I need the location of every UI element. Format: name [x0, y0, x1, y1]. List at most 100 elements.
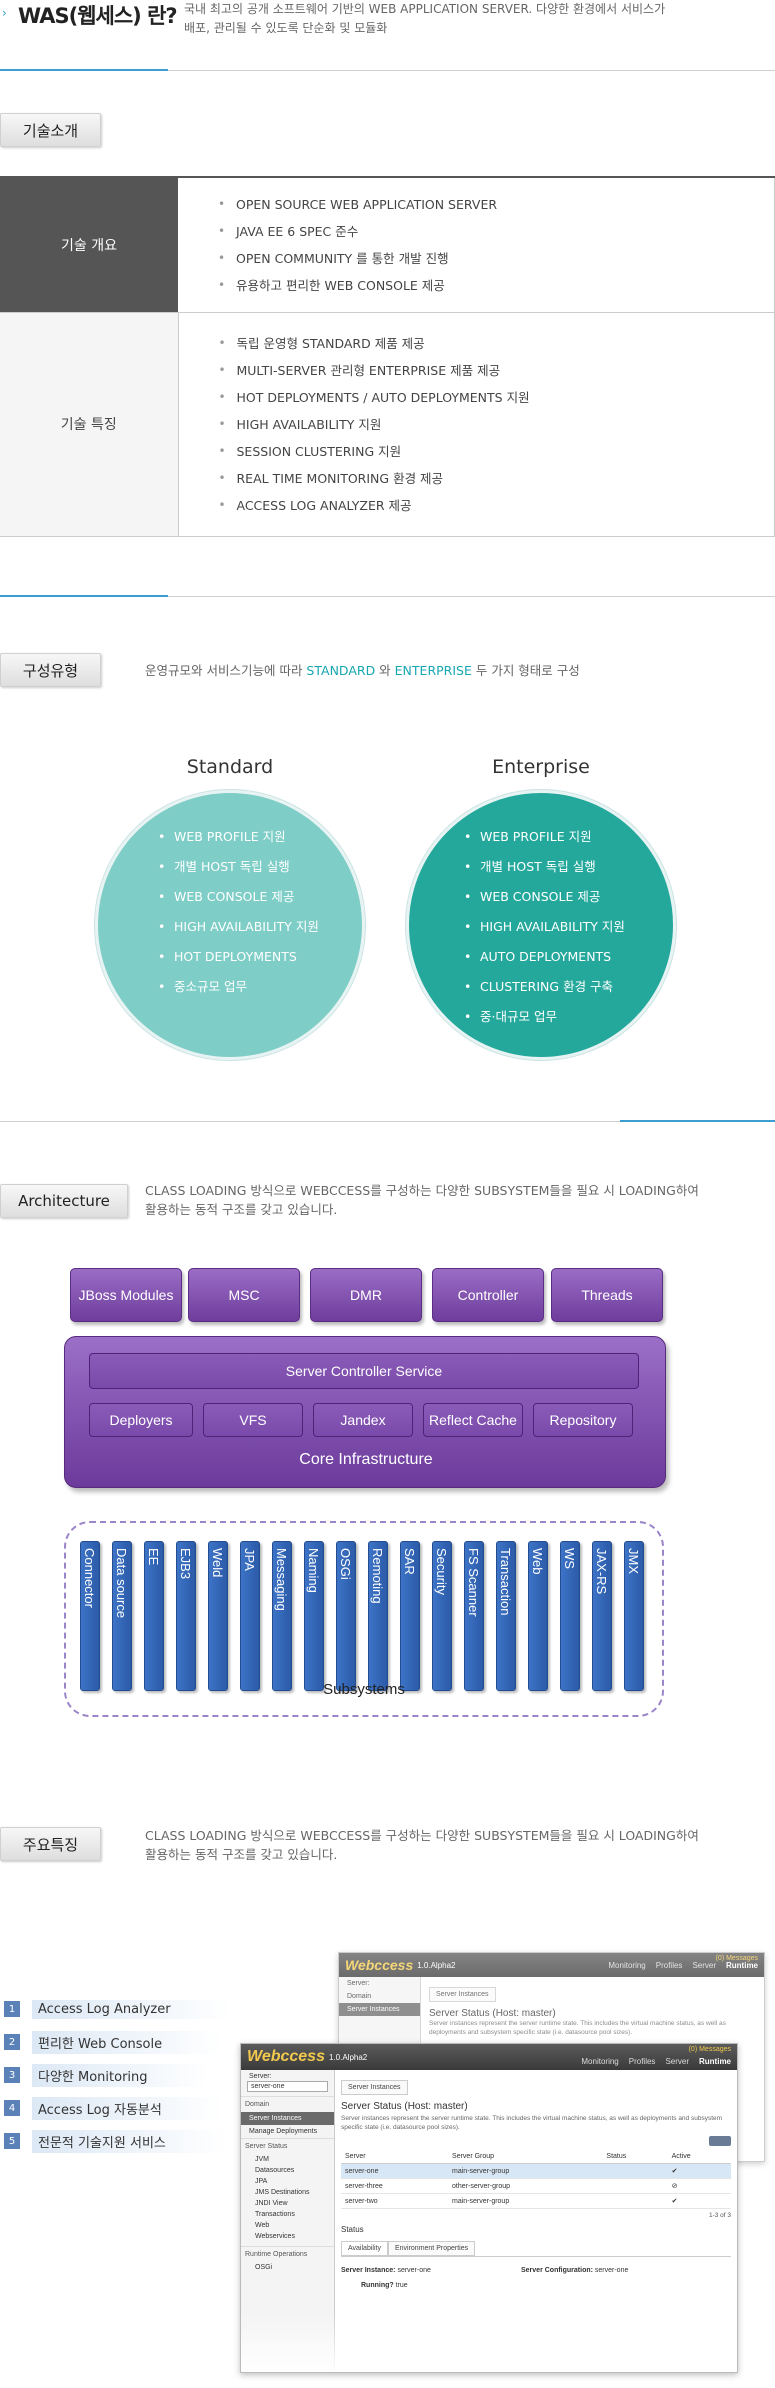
- subsystem-connector: Connector: [80, 1541, 100, 1691]
- list-item: 개별 HOST 독립 실행: [464, 852, 625, 882]
- console-status-tab[interactable]: Availability: [341, 2241, 388, 2256]
- table-header[interactable]: Active: [667, 2150, 731, 2164]
- console-side-transactions[interactable]: Transactions: [255, 2211, 295, 2218]
- console-side-runtime[interactable]: Runtime Operations: [241, 2246, 334, 2262]
- feature-label: 편리한 Web Console: [32, 2030, 223, 2054]
- module-jboss-modules: JBoss Modules: [70, 1268, 182, 1322]
- console-server-select[interactable]: server-one: [247, 2081, 328, 2092]
- console-topbar: Webccess 1.0.Alpha2 (0) Messages Monitor…: [339, 1953, 764, 1977]
- console-side-web[interactable]: Web: [255, 2222, 270, 2229]
- feature-number: 4: [4, 2100, 20, 2116]
- list-item: 중소규모 업무: [158, 972, 319, 1002]
- console-side-jpa[interactable]: JPA: [255, 2178, 268, 2185]
- config-desc-text: 운영규모와 서비스기능에 따라: [145, 663, 307, 678]
- console-pager[interactable]: 1-3 of 3: [708, 2212, 731, 2219]
- console-side-datasources[interactable]: Datasources: [255, 2167, 295, 2174]
- table-row[interactable]: server-one main-server-group ✔: [341, 2163, 731, 2179]
- subsystem-naming: Naming: [304, 1541, 324, 1691]
- subsystem-label: FS Scanner: [466, 1548, 481, 1617]
- table-cell: [602, 2163, 668, 2179]
- console-side-jndi[interactable]: JNDI View: [255, 2200, 288, 2207]
- list-item: JAVA EE 6 SPEC 준수: [218, 218, 774, 245]
- console-refresh-button[interactable]: [709, 2136, 731, 2146]
- subsystem-label: OSGi: [338, 1548, 353, 1580]
- table-cell: server-two: [341, 2193, 449, 2209]
- console-side-server-instances[interactable]: Server Instances: [241, 2112, 334, 2125]
- feature-label: Access Log 자동분석: [32, 2096, 222, 2120]
- architecture-description: CLASS LOADING 방식으로 WEBCCESS를 구성하는 다양한 SU…: [145, 1181, 699, 1219]
- console-nav-item[interactable]: Monitoring: [581, 2056, 619, 2066]
- console-domain[interactable]: Domain: [347, 1993, 372, 2000]
- screenshot-fade: [241, 2314, 737, 2372]
- console-side-manage[interactable]: Manage Deployments: [249, 2128, 318, 2135]
- console-content: Server Instances Server Status (Host: ma…: [429, 1983, 759, 2037]
- table-cell: main-server-group: [448, 2193, 603, 2209]
- console-nav-item[interactable]: Monitoring: [608, 1960, 646, 1970]
- table-header[interactable]: Server Group: [448, 2150, 603, 2164]
- subsystem-label: Messaging: [274, 1548, 289, 1611]
- console-side-osgi[interactable]: OSGi: [255, 2264, 273, 2271]
- subsystems-box: Connector Data source EE EJB3 Weld JPA M…: [64, 1521, 664, 1717]
- console-side-jms[interactable]: JMS Destinations: [255, 2189, 310, 2196]
- console-paragraph: Server instances represent the server ru…: [341, 2115, 723, 2131]
- console-instance-label: Server Instance:: [341, 2267, 396, 2274]
- console-tab[interactable]: Server Instances: [429, 1987, 496, 2002]
- table-header[interactable]: Status: [602, 2150, 668, 2164]
- console-nav-item[interactable]: Runtime: [726, 1960, 758, 1970]
- inactive-icon: ⊘: [667, 2178, 731, 2194]
- server-controller-service: Server Controller Service: [89, 1353, 639, 1389]
- console-side-jvm[interactable]: JVM: [255, 2156, 269, 2163]
- list-item: CLUSTERING 환경 구축: [464, 972, 625, 1002]
- table-header[interactable]: Server: [341, 2150, 449, 2164]
- console-running-label: Running?: [361, 2282, 394, 2289]
- feature-number: 2: [4, 2034, 20, 2050]
- console-logo: Webccess: [247, 2048, 325, 2065]
- subsystem-label: Naming: [306, 1548, 321, 1593]
- tech-overview-label: 기술 개요: [0, 177, 178, 312]
- feature-item: 2 편리한 Web Console: [4, 2030, 231, 2054]
- console-tab[interactable]: Server Instances: [341, 2080, 408, 2095]
- architecture-desc-line2: 활용하는 동적 구조를 갖고 있습니다.: [145, 1202, 338, 1217]
- config-description: 운영규모와 서비스기능에 따라 STANDARD 와 ENTERPRISE 두 …: [145, 661, 580, 680]
- console-nav-item[interactable]: Profiles: [628, 2056, 656, 2066]
- subsystem-label: Security: [434, 1548, 449, 1595]
- console-nav-item[interactable]: Runtime: [699, 2056, 731, 2066]
- subsystem-label: SAR: [402, 1548, 417, 1575]
- divider: [0, 596, 775, 597]
- core-item-repository: Repository: [533, 1403, 633, 1437]
- module-threads: Threads: [551, 1268, 663, 1322]
- console-server-instances[interactable]: Server Instances: [339, 2003, 420, 2016]
- console-side-status[interactable]: Server Status: [241, 2138, 334, 2154]
- table-row[interactable]: server-two main-server-group ✔: [341, 2193, 731, 2209]
- table-row[interactable]: server-three other-server-group ⊘: [341, 2178, 731, 2194]
- console-messages: (0) Messages: [715, 1955, 758, 1962]
- subsystem-jax-rs: JAX-RS: [592, 1541, 612, 1691]
- console-version: 1.0.Alpha2: [328, 2052, 368, 2062]
- console-heading: Server Status (Host: master): [341, 2101, 468, 2112]
- console-nav: Monitoring Profiles Server Runtime: [581, 2057, 731, 2066]
- feature-item: 4 Access Log 자동분석: [4, 2096, 231, 2120]
- list-item: WEB CONSOLE 제공: [464, 882, 625, 912]
- core-item-deployers: Deployers: [89, 1403, 193, 1437]
- console-nav-item[interactable]: Server: [692, 1960, 716, 1970]
- list-item: MULTI-SERVER 관리형 ENTERPRISE 제품 제공: [219, 357, 775, 384]
- list-item: ACCESS LOG ANALYZER 제공: [219, 492, 775, 519]
- console-nav-item[interactable]: Profiles: [655, 1960, 683, 1970]
- list-item: HIGH AVAILABILITY 지원: [158, 912, 319, 942]
- console-side-domain[interactable]: Domain: [241, 2096, 334, 2112]
- feature-number: 5: [4, 2133, 20, 2149]
- standard-title: Standard: [186, 756, 274, 778]
- console-nav-item[interactable]: Server: [665, 2056, 689, 2066]
- list-item: 중·대규모 업무: [464, 1002, 625, 1032]
- console-messages: (0) Messages: [688, 2046, 731, 2053]
- tech-features-label: 기술 특징: [0, 311, 179, 536]
- enterprise-circle: WEB PROFILE 지원 개별 HOST 독립 실행 WEB CONSOLE…: [406, 790, 676, 1060]
- console-side-webservices[interactable]: Webservices: [255, 2233, 295, 2240]
- list-item: SESSION CLUSTERING 지원: [219, 438, 775, 465]
- console-version: 1.0.Alpha2: [417, 1960, 456, 1970]
- console-instance-value: server-one: [397, 2267, 431, 2274]
- key-features-description: CLASS LOADING 방식으로 WEBCCESS를 구성하는 다양한 SU…: [145, 1826, 699, 1864]
- console-status-tab[interactable]: Environment Properties: [387, 2241, 476, 2256]
